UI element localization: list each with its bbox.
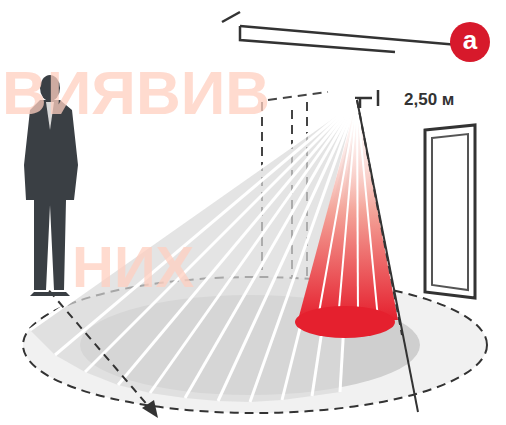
dimension-label: 2,50 м <box>404 91 454 108</box>
detection-cone <box>298 100 398 320</box>
watermark: НИХ <box>72 238 194 296</box>
callout-circle: a <box>450 22 490 62</box>
ray-fan <box>30 100 357 402</box>
callout-letter: a <box>463 27 477 53</box>
axis-dash <box>357 100 402 335</box>
cone-rays <box>318 100 378 320</box>
direction-arrow <box>40 280 158 418</box>
axis-line <box>357 100 418 412</box>
rays <box>30 100 357 402</box>
core-zone <box>295 306 395 338</box>
window <box>425 125 475 298</box>
watermark: ВИЯВИВ <box>2 62 270 124</box>
